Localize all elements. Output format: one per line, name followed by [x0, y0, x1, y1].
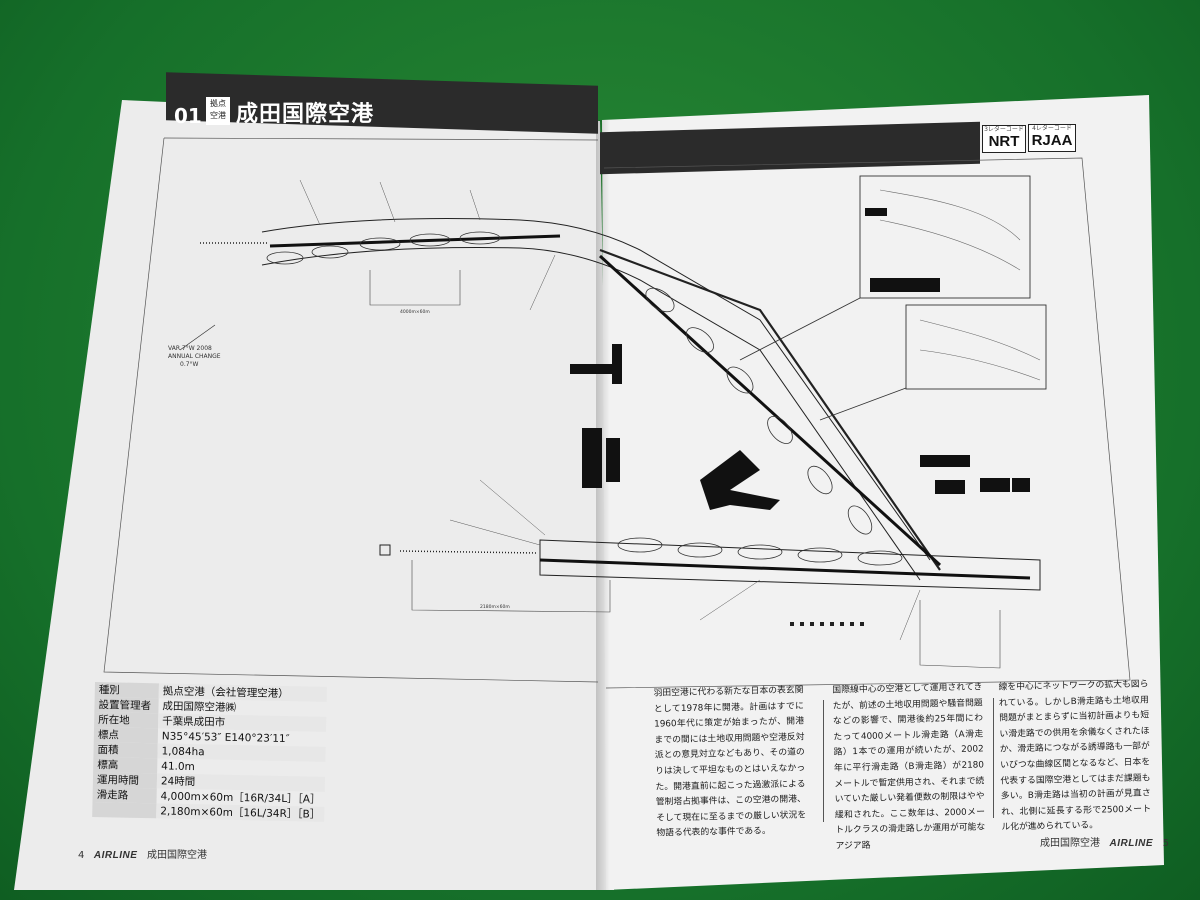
info-key: 設置管理者 [94, 696, 159, 714]
runway-b-dimension: 2180m×60m [480, 604, 510, 610]
right-brand: AIRLINE [1109, 838, 1154, 849]
info-key: 標高 [93, 756, 158, 774]
body-column-2: 国際線中心の空港として運用されてきたが、前述の土地収用問題や騒音問題などの影響で… [832, 682, 986, 852]
info-key: 所在地 [94, 711, 159, 729]
variation-line-2: ANNUAL CHANGE [168, 353, 221, 360]
iata-code-box: 3レターコード NRT [982, 125, 1026, 153]
category-badge: 拠点 空港 [206, 97, 230, 125]
info-key [92, 801, 157, 819]
runway-a [598, 254, 942, 567]
terminal-1 [700, 450, 780, 510]
category-label: 拠点 空港 [210, 99, 226, 120]
info-key: 標点 [93, 726, 158, 744]
page-title: 成田国際空港 [236, 102, 375, 127]
info-key: 面積 [93, 741, 158, 759]
locator-marker [379, 544, 391, 556]
left-page-number: 4 [78, 850, 85, 861]
north-arrow [179, 324, 216, 351]
icao-code-box: 4レターコード RJAA [1028, 124, 1076, 152]
variation-line-1: VAR 7°W 2008 [168, 345, 212, 352]
left-footer: 4 AIRLINE 成田国際空港 [78, 846, 207, 861]
body-column-1: 羽田空港に代わる新たな日本の表玄関として1978年に開港。計画はすでに1960年… [653, 685, 807, 839]
runway-b [539, 558, 1031, 580]
right-frame [603, 157, 1131, 689]
iata-label: 3レターコード [984, 126, 1024, 133]
right-footer-title: 成田国際空港 [1040, 838, 1100, 849]
left-frame-top [163, 137, 599, 141]
column-divider-2 [993, 698, 994, 818]
info-key: 滑走路 [92, 786, 157, 804]
right-page [602, 95, 1164, 890]
icao-code: RJAA [1031, 132, 1073, 149]
info-key: 運用時間 [92, 771, 158, 789]
iata-code: NRT [988, 133, 1020, 150]
taxiway-outline [261, 218, 931, 561]
variation-line-3: 0.7°W [180, 361, 199, 368]
left-brand: AIRLINE [93, 850, 138, 861]
inset-map-1 [859, 175, 1031, 299]
runway-a-dimension: 4000m×60m [400, 309, 430, 315]
info-key: 種別 [94, 682, 159, 699]
right-page-number: 5 [1162, 838, 1169, 849]
inset-map-2 [905, 304, 1047, 390]
airport-number: 01 [174, 104, 202, 128]
left-footer-title: 成田国際空港 [146, 850, 207, 861]
book-spine-shadow [596, 120, 610, 890]
column-divider-1 [823, 700, 824, 822]
body-column-3: 線を中心にネットワークの拡大も図られている。しかしB滑走路も土地収用問題がまとま… [998, 679, 1152, 833]
icao-label: 4レターコード [1032, 125, 1072, 132]
runway-a-north [269, 234, 561, 248]
right-footer: 成田国際空港 AIRLINE 5 [1040, 834, 1169, 849]
